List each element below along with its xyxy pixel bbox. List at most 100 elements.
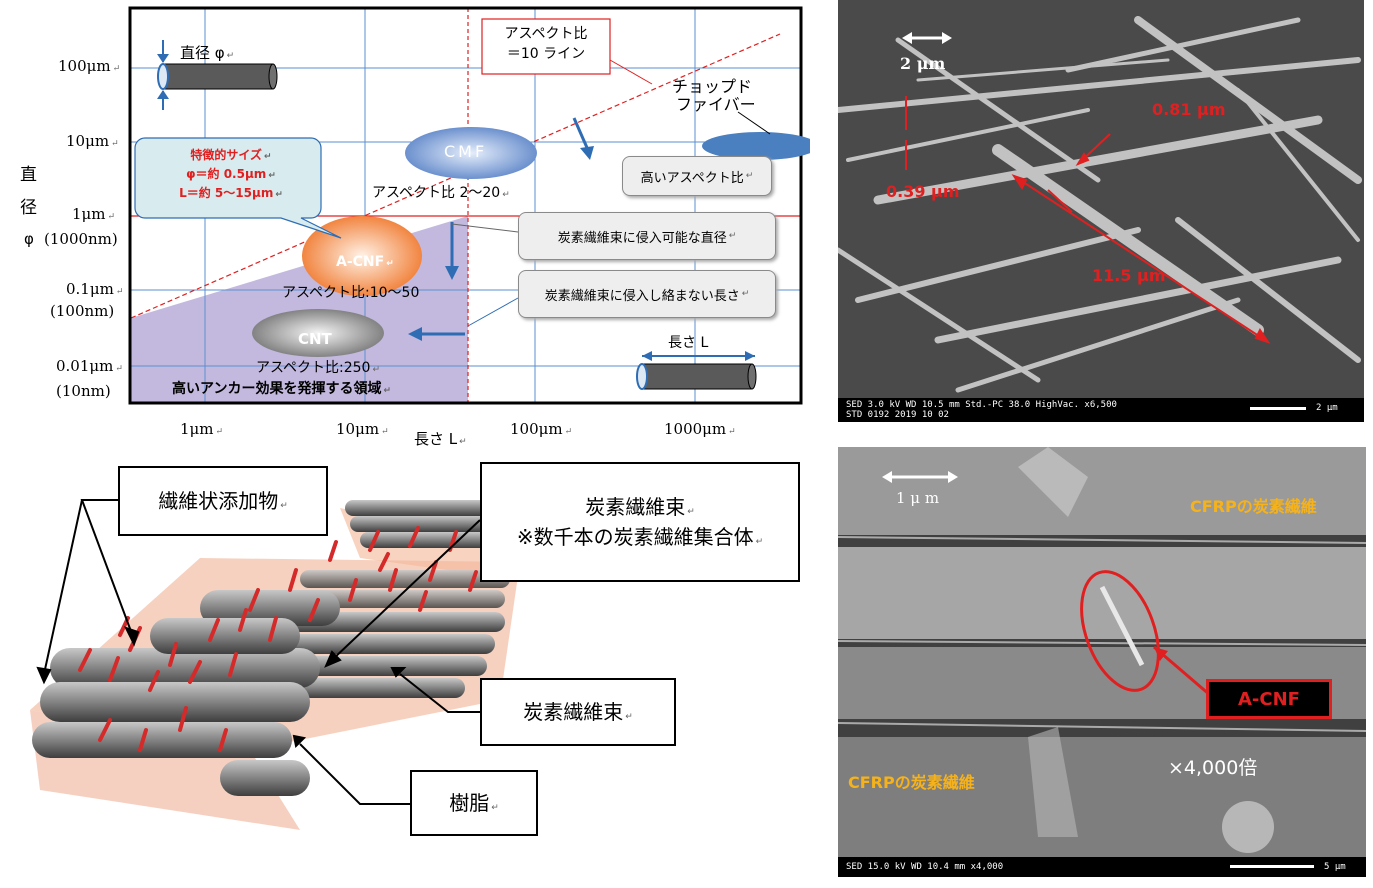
y-axis-label-2: 径 — [20, 198, 37, 218]
aspect-line-label-2: ＝10 ライン — [506, 46, 586, 63]
x-tick-10um: 10μm↵ — [336, 420, 389, 438]
x-tick-text: 10μm — [336, 420, 380, 438]
cnt-aspect-label: アスペクト比:250↵ — [256, 360, 381, 376]
sem-top-measure-lines — [905, 96, 1271, 344]
fiber-bundle-diagram: 繊維状添加物↵ 炭素繊維束↵ ※数千本の炭素繊維集合体↵ 炭素繊維束↵ 樹脂↵ — [0, 450, 820, 884]
sem-bottom-scale-label: 1 μ m — [896, 489, 940, 507]
y-tick-text: 100μm — [58, 57, 111, 75]
sem-top-scale-label: 2 μm — [900, 54, 946, 73]
chopped-fiber-label: チョップド ファイバー — [672, 78, 756, 113]
feature-title: 特徴的サイズ — [190, 148, 263, 162]
resin-label-box: 樹脂↵ — [410, 770, 538, 836]
sem-top-scale-arrow — [902, 30, 952, 46]
chopped-fiber-label-2: ファイバー — [676, 94, 756, 114]
x-tick-1000um: 1000μm↵ — [664, 420, 736, 438]
y-tick-text: 0.1μm — [66, 280, 114, 298]
acnf-label: A-CNF↵ — [336, 254, 394, 270]
x-tick-text: 1μm — [180, 420, 214, 438]
high-aspect-callout: 高いアスペクト比↵ — [622, 156, 772, 196]
bundle-illustration — [30, 499, 520, 830]
sem-top-scale-bar — [1250, 407, 1306, 410]
fibrous-additives — [78, 526, 478, 752]
sem-bottom-texture — [838, 447, 1366, 857]
aspect-line-label-1: アスペクト比 — [504, 26, 588, 42]
chopped-fiber-ellipse — [702, 132, 818, 160]
x-axis-label: 長さ L↵ — [414, 430, 467, 448]
anchor-region-text: 高いアンカー効果を発揮する領域 — [172, 381, 382, 397]
aspect-line-label-box — [481, 18, 611, 75]
sem-bottom-bar-label: 5 μm — [1324, 862, 1346, 872]
acnf-label-text: A-CNF — [336, 254, 385, 270]
y-axis-label-1: 直 — [20, 165, 37, 185]
sem-top-bar-label: 2 μm — [1316, 403, 1338, 413]
cmf-aspect-text: アスペクト比 2〜20 — [372, 185, 501, 201]
aspect-ratio-chart: 100μm↵ 10μm↵ 1μm↵ (1000nm) 0.1μm↵ (100nm… — [0, 0, 818, 450]
x-tick-100um: 100μm↵ — [510, 420, 573, 438]
sem-image-bottom: 1 μ m CFRPの炭素繊維 CFRPの炭素繊維 A-CNF ×4,000倍 … — [838, 447, 1366, 877]
bundle-title-text: 炭素繊維束 — [585, 495, 686, 519]
acnf-fiber-shape — [1099, 585, 1145, 667]
length-label: 長さ L — [668, 335, 709, 351]
blue-arrows — [408, 117, 594, 341]
acnf-highlight-ellipse — [1080, 570, 1160, 692]
double-arrow-icon — [882, 471, 958, 483]
sem-image-top: 2 μm 0.81 μm 0.39 μm 11.5 μm SED 3.0 kV … — [838, 0, 1364, 422]
y-tick-text: 10μm — [66, 132, 110, 150]
sem-bottom-scale-bar — [1230, 865, 1314, 868]
y-tick-100nm: (100nm) — [50, 302, 114, 320]
diameter-label-text: 直径 φ — [180, 44, 225, 62]
feature-callout-bubble — [134, 137, 342, 239]
resin-label-text: 樹脂 — [449, 791, 490, 815]
x-tick-text: 100μm — [510, 420, 563, 438]
bundle-sub-text: ※数千本の炭素繊維集合体 — [516, 525, 754, 549]
y-axis-label-3: φ — [24, 230, 34, 248]
feature-length: L＝約 5〜15μm — [179, 185, 274, 200]
sem-bottom-cfrp-bottom: CFRPの炭素繊維 — [848, 773, 975, 792]
bundle-title-box: 炭素繊維束↵ ※数千本の炭素繊維集合体↵ — [480, 462, 800, 582]
y-tick-10um: 10μm↵ — [66, 132, 119, 150]
x-tick-text: 1000μm — [664, 420, 727, 438]
sem-bottom-cfrp-top: CFRPの炭素繊維 — [1190, 497, 1317, 516]
sem-top-measure-081: 0.81 μm — [1152, 100, 1226, 119]
cnt-aspect-text: アスペクト比:250 — [256, 360, 371, 376]
diameter-label: 直径 φ↵ — [180, 44, 235, 62]
diameter-callout-text: 炭素繊維束に侵入可能な直径 — [557, 230, 727, 246]
aspect-line-label: アスペクト比 ＝10 ライン — [484, 24, 608, 65]
y-tick-sub: (1000nm) — [44, 230, 118, 248]
bundle-label-box: 炭素繊維束↵ — [480, 678, 676, 746]
sem-bottom-infobar: SED 15.0 kV WD 10.4 mm x4,000 5 μm — [838, 857, 1366, 877]
cmf-ellipse — [405, 127, 537, 179]
sem-top-measure-039: 0.39 μm — [886, 182, 960, 201]
pointer-lines — [36, 499, 481, 805]
sem-top-infobar: SED 3.0 kV WD 10.5 mm Std.-PC 38.0 HighV… — [838, 398, 1364, 422]
length-cylinder-icon — [636, 351, 757, 390]
sem-bottom-acnf-box: A-CNF — [1206, 679, 1332, 719]
sem-top-measure-115: 11.5 μm — [1092, 266, 1166, 285]
x-axis-label-text: 長さ L — [414, 430, 458, 448]
feature-phi: φ＝約 0.5μm — [186, 166, 267, 181]
diameter-callout: 炭素繊維束に侵入可能な直径↵ — [518, 212, 776, 260]
y-tick-1um: 1μm↵ — [72, 205, 116, 223]
chart-svg — [128, 6, 818, 405]
y-tick-001um: 0.01μm↵ — [56, 357, 123, 375]
chopped-fiber-label-1: チョップド — [672, 77, 753, 96]
acnf-ellipse — [302, 216, 422, 296]
cmf-label: CMF — [444, 142, 488, 161]
high-aspect-text: 高いアスペクト比 — [640, 170, 744, 186]
y-tick-text: 0.01μm — [56, 357, 114, 375]
sem-bottom-scale-arrow — [882, 469, 958, 485]
y-tick-text: 1μm — [72, 205, 106, 223]
y-tick-sub: (10nm) — [56, 382, 111, 400]
y-tick-01um: 0.1μm↵ — [66, 280, 124, 298]
y-tick-100um: 100μm↵ — [58, 57, 121, 75]
cnt-label: CNT — [298, 330, 332, 348]
x-tick-1um: 1μm↵ — [180, 420, 224, 438]
chart-frame — [128, 6, 803, 405]
acnf-aspect-label: アスペクト比:10〜50 — [282, 285, 420, 301]
bundle-label-text: 炭素繊維束 — [523, 700, 624, 724]
additive-label-text: 繊維状添加物 — [158, 489, 279, 513]
cmf-aspect-label: アスペクト比 2〜20↵ — [372, 185, 510, 201]
y-tick-10nm: (10nm) — [56, 382, 111, 400]
length-callout: 炭素繊維束に侵入し絡まない長さ↵ — [518, 270, 776, 318]
sem-top-info-2: STD 0192 2019 10 02 — [846, 410, 949, 420]
